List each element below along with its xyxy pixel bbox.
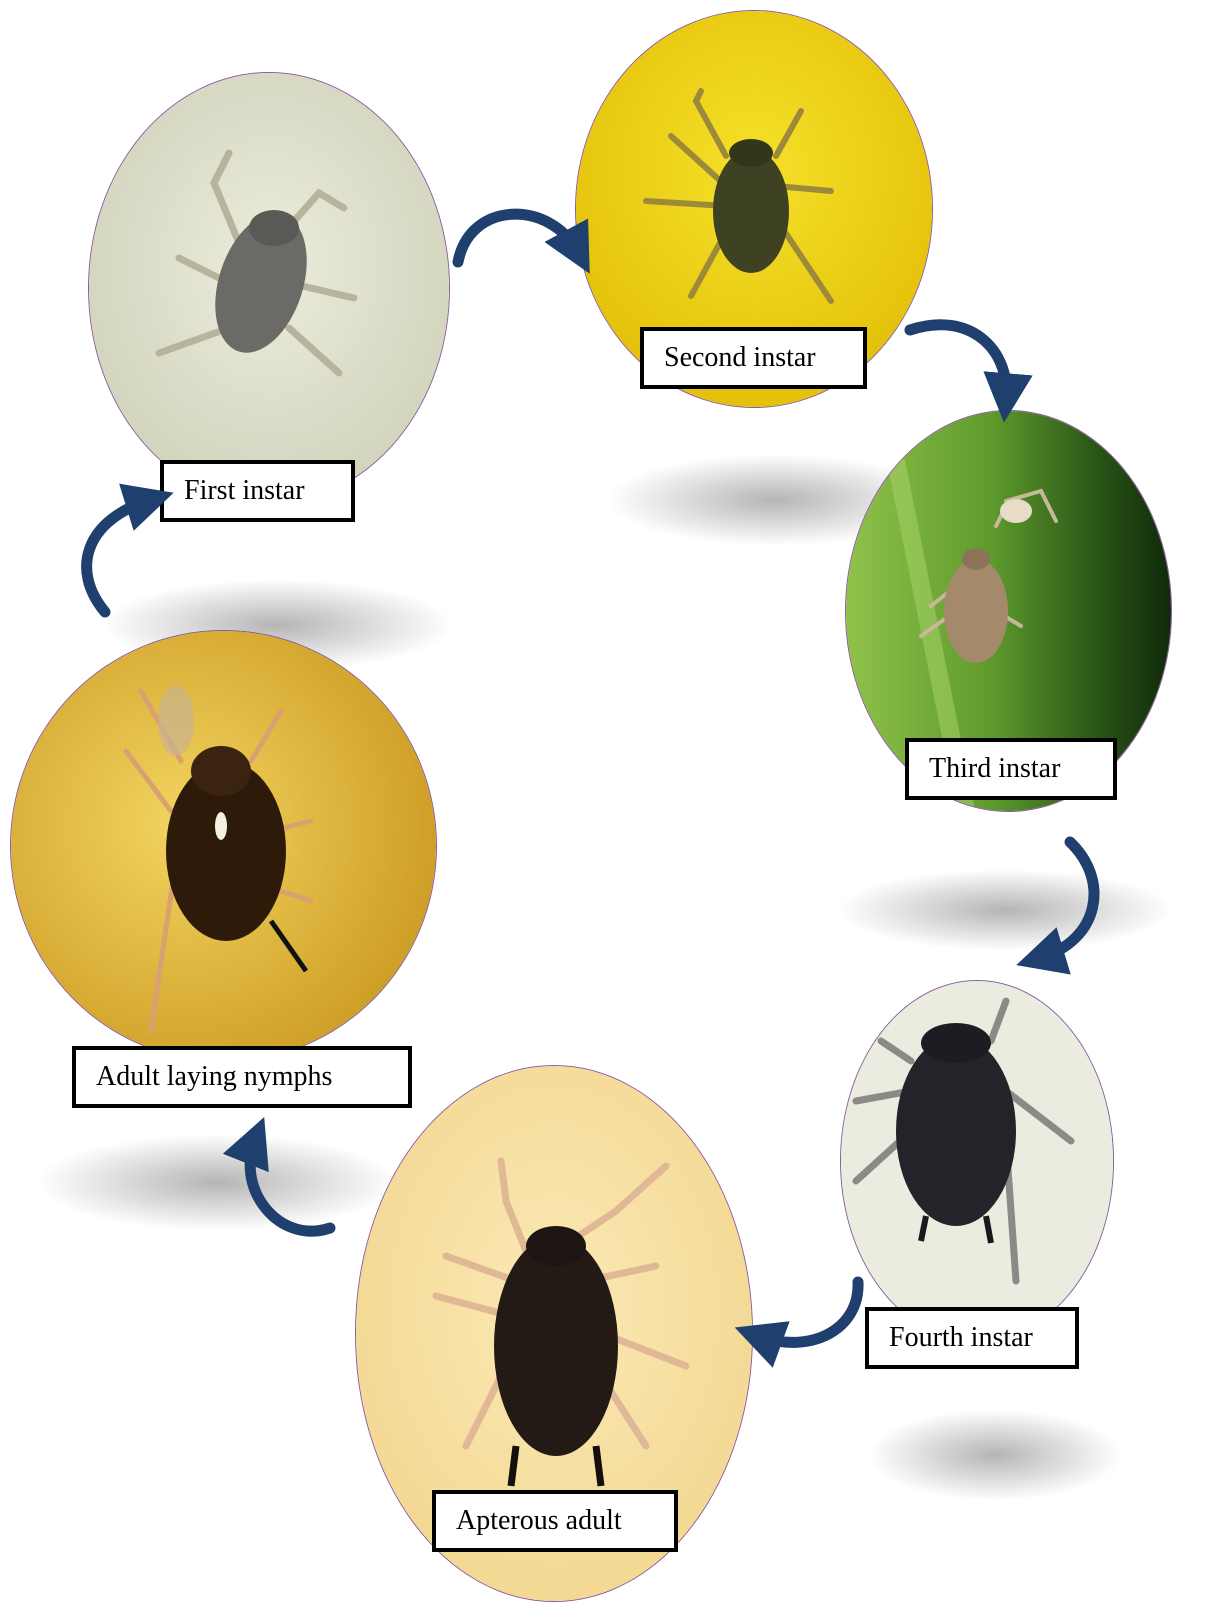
shadow-adult-laying <box>40 1135 395 1230</box>
fourth-instar-image <box>840 980 1114 1342</box>
label-apterous-adult: Apterous adult <box>432 1490 678 1552</box>
aphid-photo-adult-laying <box>11 631 436 1061</box>
label-fourth-instar: Fourth instar <box>865 1307 1079 1369</box>
shadow-fourth <box>870 1410 1120 1500</box>
label-second-instar: Second instar <box>640 327 867 389</box>
first-instar-image <box>88 72 450 504</box>
arrow-adult-laying-to-first <box>87 500 150 612</box>
label-third-instar: Third instar <box>905 738 1117 800</box>
arrow-first-to-second <box>458 214 578 262</box>
label-first-instar: First instar <box>160 460 355 522</box>
aphid-photo-first <box>89 73 449 503</box>
shadow-third <box>840 870 1170 950</box>
aphid-photo-fourth <box>841 981 1113 1341</box>
adult-laying-nymphs-image <box>10 630 437 1062</box>
label-adult-laying-nymphs: Adult laying nymphs <box>72 1046 412 1108</box>
